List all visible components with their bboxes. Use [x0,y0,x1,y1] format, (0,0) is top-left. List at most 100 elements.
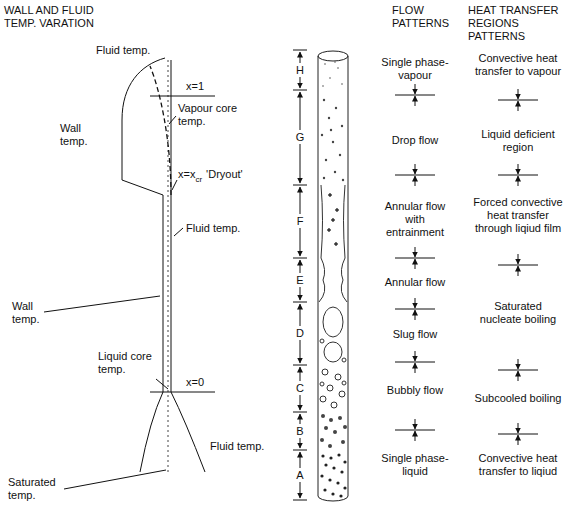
liquid-speckle-part [328,478,331,481]
liquid-speckle-part [340,470,343,473]
temperature-plot-part [156,379,168,389]
subcooled-bubbles-part [329,418,333,422]
heat-transfer-boundary-marks-part [498,370,538,371]
heat-transfer-boundary-marks-part [518,101,519,111]
curve-label: x=0 [186,376,204,389]
region-span-arrows-part [293,90,307,91]
region-span-arrows-part [293,500,307,501]
temperature-plot-part [168,60,169,472]
curve-label: x=1 [186,80,204,93]
temperature-plot-part [64,470,166,489]
temperature-plot-part [172,180,177,190]
curve-label: x=x [178,168,195,181]
flow-boundary-marks-part [415,419,416,429]
drop-flow-part [325,159,327,161]
temperature-plot-part [169,116,176,124]
flow-boundary-marks-part [415,176,416,186]
subcooled-bubbles-part [343,425,347,429]
annular-entrainment-part [332,219,335,222]
flow-boundary-marks-part [415,84,416,94]
annular-entrainment-part [336,209,339,212]
subcooled-bubbles-part [338,416,342,420]
heat-transfer-boundary-marks-part [518,266,519,276]
liquid-speckle-part [320,474,323,477]
flow-boundary-marks-part [415,298,416,308]
subcooled-bubbles-part [328,444,332,448]
curve-label: Wall temp. [60,122,100,148]
heat-transfer-label: Liquid deficient region [472,128,564,154]
region-letter: F [294,214,306,228]
flow-pattern-label: Annular flow [376,276,454,289]
liquid-speckle-part [339,494,342,497]
subcooled-bubbles-part [333,430,337,434]
vapour-dots-part [322,85,324,87]
drop-flow-part [342,179,344,181]
slug-bubbles-part [342,358,346,362]
flow-boundary-marks-part [395,309,435,310]
liquid-speckle-part [337,453,340,456]
drop-flow-part [323,99,325,101]
temperature-plot-part [174,228,183,236]
vapour-dots [322,61,343,87]
drop-flow-part [321,134,323,136]
region-letter: C [294,381,306,395]
vapour-dots-part [334,61,336,63]
bubbly-flow-part [327,385,333,391]
boiling-tube-part [318,56,348,501]
liquid-speckle-part [329,456,332,459]
curve-label: Liquid core temp. [98,350,160,376]
region-span-arrows-part [293,412,307,413]
flow-boundary-marks-part [395,175,435,176]
subcooled-bubbles-part [321,414,325,418]
slug-bubbles [320,307,346,362]
drop-flow-part [332,141,334,143]
flow-boundary-marks-part [415,259,416,269]
region-span-arrows-part [293,365,307,366]
liquid-speckle-part [324,463,327,466]
heat-transfer-label: Forced convective heat transfer through … [472,196,564,235]
temperature-plot-part [150,66,171,195]
curve-label: Fluid temp. [186,222,240,235]
drop-flow-part [335,107,337,109]
drop-flow-part [330,129,332,131]
flow-pattern-label: Bubbly flow [376,384,454,397]
region-letter: H [294,63,306,77]
liquid-speckle-part [343,486,346,489]
liquid-speckle-part [323,488,326,491]
bubbly-flow-part [335,374,341,380]
flow-pattern-label: Single phase- vapour [376,56,454,82]
slug-bubbles-part [323,307,343,337]
vapour-dots-part [329,77,331,79]
drop-flow-part [328,117,330,119]
flow-boundary-marks-part [415,96,416,106]
region-span-arrows-part [293,50,307,51]
flow-boundary-marks-part [415,247,416,257]
subcooled-bubbles-part [324,426,328,430]
bubbly-flow-part [320,396,326,402]
heat-transfer-boundary-marks-part [518,254,519,264]
annular-film-part [341,258,347,302]
bubbly-flow-part [331,402,337,408]
curve-label: Fluid temp. [96,44,150,57]
panel-heading: WALL AND FLUID TEMP. VARATION [4,4,122,30]
subcooled-bubbles [320,414,347,448]
annular-entrainment [321,185,345,258]
heat-transfer-boundary-marks-part [498,434,538,435]
heat-transfer-label: Convective heat transfer to liqiud [472,452,564,478]
region-span-arrows-part [293,302,307,303]
heat-transfer-boundary-marks-part [498,265,538,266]
liquid-speckle-part [343,460,346,463]
temperature-plot-part [150,392,215,393]
panel-heading: FLOW PATTERNS [392,4,464,30]
heat-transfer-boundary-marks-part [518,359,519,369]
region-letter: B [294,424,306,438]
region-letter: E [294,273,306,287]
drop-flow-part [323,177,325,179]
drop-flow [321,99,344,181]
boiling-tube [318,51,348,501]
flow-pattern-label: Single phase- liquid [376,452,454,478]
region-span-arrows-part [293,450,307,451]
liquid-speckle-part [331,492,334,495]
heat-transfer-boundary-marks-part [518,89,519,99]
flow-boundary-marks-part [415,363,416,373]
